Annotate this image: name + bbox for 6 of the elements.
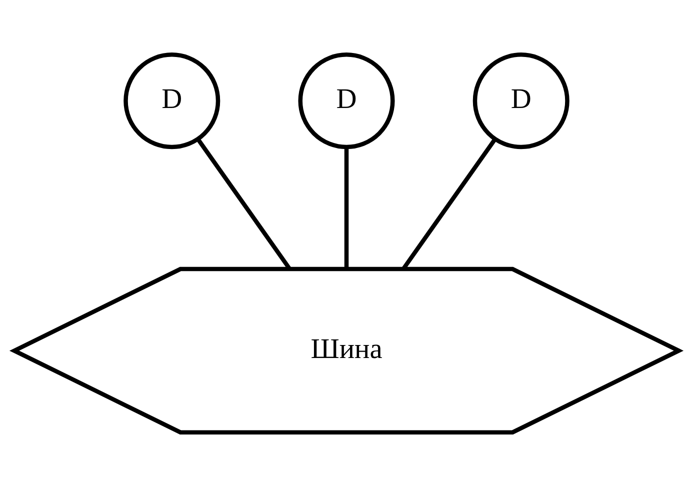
connector (344, 146, 349, 268)
node-circle: D (298, 52, 395, 149)
connector (402, 138, 497, 270)
node-circle: D (472, 52, 570, 149)
connector (196, 138, 292, 270)
node-circle: D (124, 52, 220, 149)
